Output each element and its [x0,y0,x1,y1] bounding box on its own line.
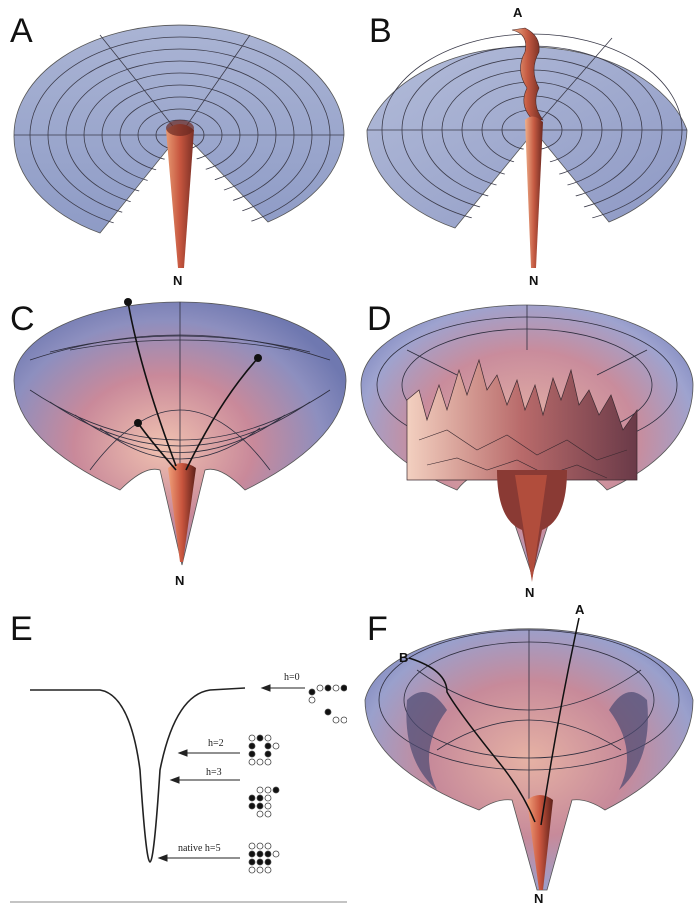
energy-profile-e: h=0 h=2 h=3 native h=5 [0,600,347,905]
annotation-h3: h=3 [206,767,222,778]
funnel-landscape-c: N [0,290,347,595]
funnel-landscape-f: A B N [347,600,694,905]
panel-e: E h=0 h=2 h=3 native h=5 [0,600,347,905]
label-n-d: N [525,585,534,600]
panel-d: D N [347,290,694,605]
funnel-landscape-a: N [0,0,347,290]
panel-a-label: A [10,14,33,48]
panel-b: B A N [347,0,694,290]
label-n-c: N [175,573,184,588]
annotation-h0: h=0 [284,672,300,683]
panel-b-label: B [369,14,392,48]
label-b-f: B [399,650,408,665]
panel-c: C N [0,290,347,595]
annotation-h2: h=2 [208,738,224,749]
start-point-dot [254,354,262,362]
lattice-conformation-icon [309,685,347,723]
panel-a: A N [0,0,347,290]
lattice-conformation-icon [249,735,279,765]
label-n-a: N [173,273,182,288]
label-n-f: N [534,891,543,905]
start-point-dot [134,419,142,427]
funnel-landscape-b: A N [347,0,694,290]
label-a-b: A [513,5,523,20]
panel-c-label: C [10,302,35,336]
lattice-conformation-icon [249,843,279,873]
panel-f: F A B N [347,600,694,905]
label-n-b: N [529,273,538,288]
panel-d-label: D [367,302,392,336]
label-a-f: A [575,602,585,617]
panel-f-label: F [367,612,388,646]
start-point-dot [124,298,132,306]
annotation-native: native h=5 [178,843,221,854]
lattice-conformation-icon [249,787,279,817]
rugged-landscape-d: N [347,290,694,605]
panel-e-label: E [10,612,33,646]
